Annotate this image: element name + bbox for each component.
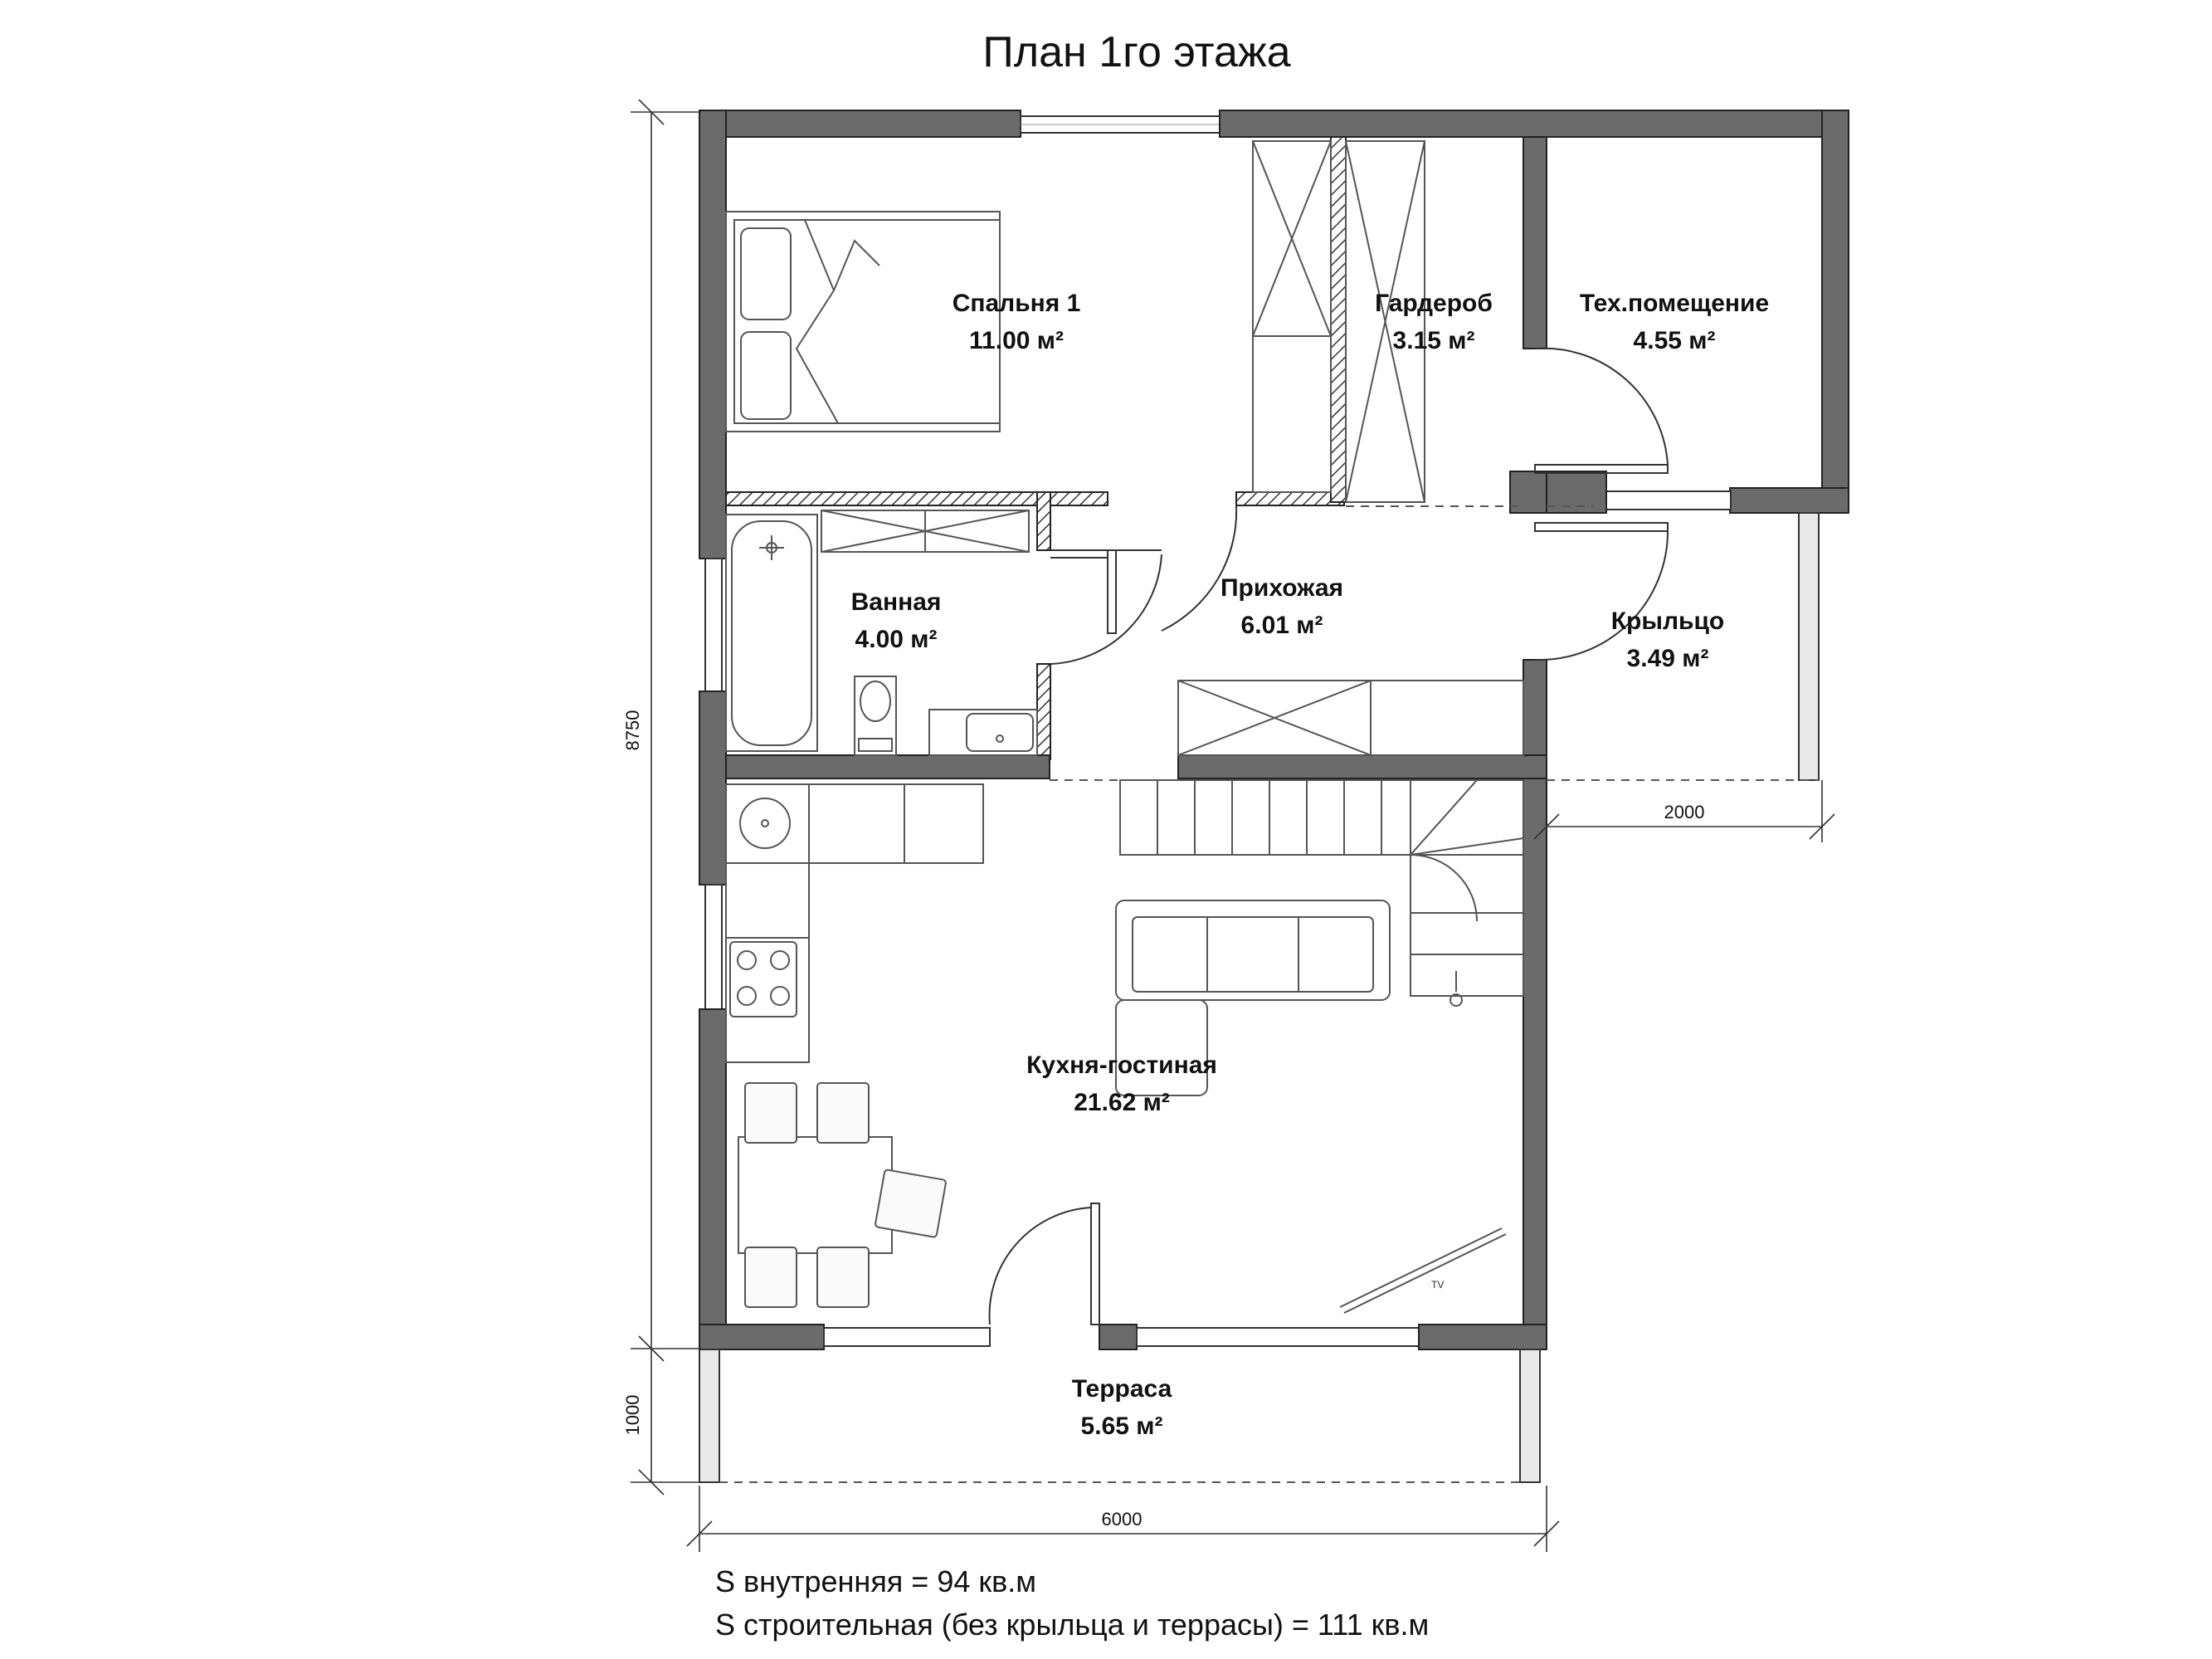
room-label-kitchen-living: Кухня-гостиная 21.62 м² xyxy=(1026,1052,1217,1116)
dim-label-height-terrace: 1000 xyxy=(622,1395,643,1436)
room-name-porch: Крыльцо xyxy=(1611,607,1725,635)
dim-label-width-total: 6000 xyxy=(1102,1509,1143,1530)
room-label-wardrobe: Гардероб 3.15 м² xyxy=(1375,290,1493,354)
room-label-bedroom: Спальня 1 11.00 м² xyxy=(953,290,1081,354)
bathroom-sink xyxy=(928,709,1038,756)
dimension-width-total: 6000 xyxy=(686,1486,1560,1552)
room-area-tech-room: 4.55 м² xyxy=(1634,327,1716,354)
bedroom-wardrobe xyxy=(1252,140,1332,493)
room-area-terrace: 5.65 м² xyxy=(1081,1413,1163,1440)
dimension-width-porch: 2000 xyxy=(1533,780,1835,842)
tv-unit: TV xyxy=(1339,1227,1507,1314)
porch-structure xyxy=(1547,505,1820,781)
note-internal-area: S внутренняя = 94 кв.м xyxy=(715,1564,1036,1598)
room-area-bathroom: 4.00 м² xyxy=(855,626,938,653)
room-area-kitchen-living: 21.62 м² xyxy=(1074,1089,1170,1116)
hallway-wardrobe xyxy=(1177,680,1524,756)
window-kitchen-bottom-right xyxy=(1136,1327,1420,1347)
room-area-bedroom: 11.00 м² xyxy=(969,327,1064,354)
room-name-kitchen-living: Кухня-гостиная xyxy=(1026,1052,1217,1079)
room-name-tech-room: Тех.помещение xyxy=(1580,290,1769,317)
room-name-bedroom: Спальня 1 xyxy=(953,290,1081,317)
bathtub xyxy=(725,514,818,752)
doors xyxy=(988,347,1669,1325)
room-name-wardrobe: Гардероб xyxy=(1375,290,1493,317)
stove xyxy=(729,941,797,1017)
room-label-porch: Крыльцо 3.49 м² xyxy=(1611,607,1725,672)
staircase xyxy=(1119,779,1524,1007)
toilet xyxy=(854,676,897,756)
sofa xyxy=(1115,900,1391,1096)
exterior-walls xyxy=(699,110,1849,1350)
page-title: План 1го этажа xyxy=(982,28,1290,76)
dim-label-width-porch: 2000 xyxy=(1664,802,1705,822)
room-label-hallway: Прихожая 6.01 м² xyxy=(1220,574,1343,639)
bed xyxy=(725,211,1001,432)
room-name-bathroom: Ванная xyxy=(851,588,942,616)
kitchen-counter xyxy=(725,783,984,1063)
room-label-terrace: Терраса 5.65 м² xyxy=(1072,1375,1172,1440)
dimension-height-main: 8750 xyxy=(622,99,701,1362)
dim-label-height-main: 8750 xyxy=(622,710,643,751)
window-bathroom xyxy=(704,558,723,692)
room-name-hallway: Прихожая xyxy=(1220,574,1343,602)
interior-walls xyxy=(725,136,1547,779)
dimension-height-terrace: 1000 xyxy=(622,1349,701,1496)
dining-table xyxy=(738,1082,947,1308)
room-label-tech-room: Тех.помещение 4.55 м² xyxy=(1580,290,1769,354)
room-area-wardrobe: 3.15 м² xyxy=(1393,327,1475,354)
room-label-bathroom: Ванная 4.00 м² xyxy=(851,588,942,653)
terrace-structure xyxy=(699,1349,1541,1483)
room-area-porch: 3.49 м² xyxy=(1627,645,1709,672)
bathroom-cabinet xyxy=(821,510,1030,553)
room-name-terrace: Терраса xyxy=(1072,1375,1172,1403)
window-kitchen-left xyxy=(704,884,723,1010)
window-tech-room xyxy=(1605,490,1732,510)
window-kitchen-bottom-left xyxy=(823,1327,991,1347)
wardrobe-shelves xyxy=(1345,140,1425,503)
tv-label: TV xyxy=(1431,1279,1444,1291)
room-area-hallway: 6.01 м² xyxy=(1241,612,1323,639)
note-construction-area: S строительная (без крыльца и террасы) =… xyxy=(715,1608,1429,1642)
